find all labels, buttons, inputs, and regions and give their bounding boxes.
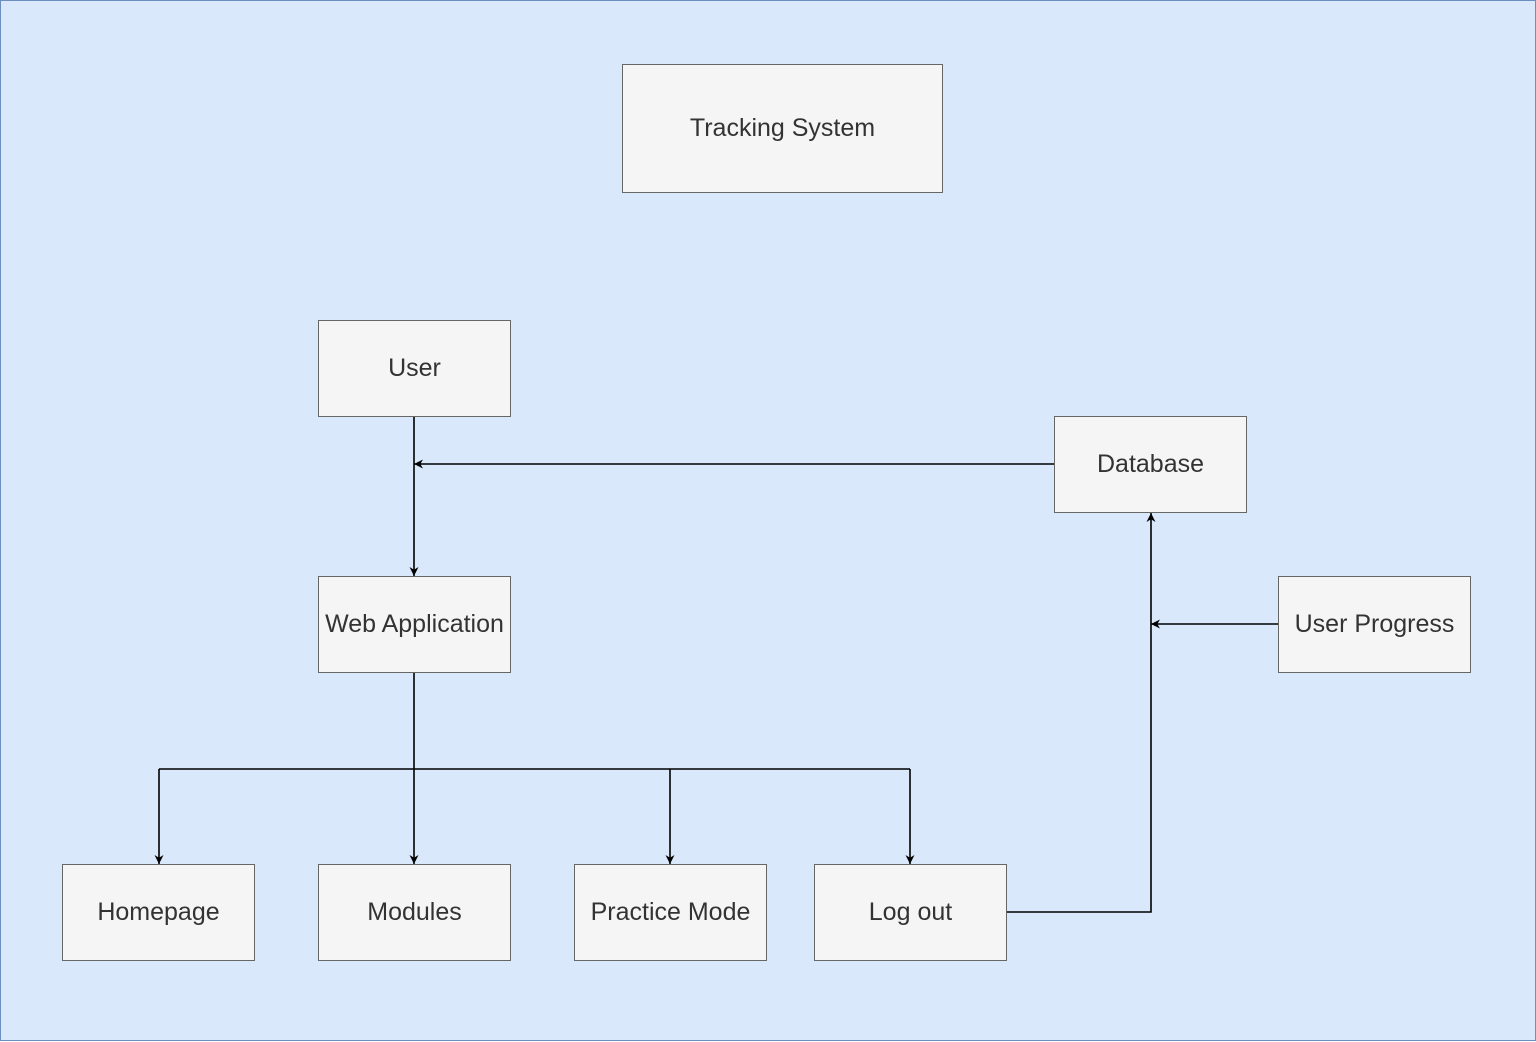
node-user-progress: User Progress — [1278, 576, 1471, 673]
node-web-application: Web Application — [318, 576, 511, 673]
node-user: User — [318, 320, 511, 417]
node-practice-mode: Practice Mode — [574, 864, 767, 961]
node-homepage: Homepage — [62, 864, 255, 961]
edge-log-out-to-database — [1007, 513, 1156, 913]
node-tracking-system: Tracking System — [622, 64, 943, 193]
node-database: Database — [1054, 416, 1247, 513]
node-log-out: Log out — [814, 864, 1007, 961]
node-modules: Modules — [318, 864, 511, 961]
